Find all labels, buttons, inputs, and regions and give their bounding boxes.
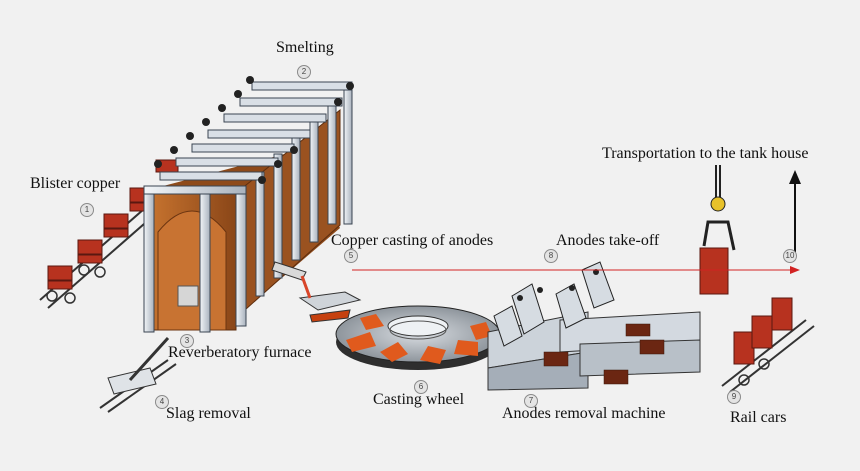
label-slag-removal: Slag removal	[166, 405, 251, 422]
transport-arrowhead	[789, 170, 801, 184]
anodes-removal-machine	[487, 261, 701, 391]
step-marker-2: 2	[297, 65, 311, 79]
step-marker-3: 3	[180, 334, 194, 348]
step-marker-8: 8	[544, 249, 558, 263]
process-flow-arrowhead	[790, 266, 800, 274]
step-marker-4: 4	[155, 395, 169, 409]
label-rail-cars: Rail cars	[730, 409, 787, 426]
rail-cars	[721, 297, 815, 393]
step-marker-7: 7	[524, 394, 538, 408]
reverberatory-furnace	[143, 76, 354, 333]
label-reverberatory-furnace: Reverberatory furnace	[168, 344, 312, 361]
step-marker-5: 5	[344, 249, 358, 263]
casting-launder	[271, 261, 362, 323]
label-anodes-takeoff: Anodes take-off	[556, 232, 660, 249]
casting-wheel	[335, 305, 501, 370]
label-copper-casting: Copper casting of anodes	[331, 232, 494, 249]
step-marker-1: 1	[80, 203, 94, 217]
step-marker-9: 9	[727, 390, 741, 404]
step-marker-6: 6	[414, 380, 428, 394]
label-blister-copper: Blister copper	[30, 175, 121, 192]
label-smelting: Smelting	[276, 39, 334, 56]
step-marker-10: 10	[783, 249, 797, 263]
label-transportation: Transportation to the tank house	[602, 145, 809, 162]
label-anodes-removal-machine: Anodes removal machine	[502, 405, 666, 422]
slag-removal-unit	[99, 336, 177, 413]
label-casting-wheel: Casting wheel	[373, 391, 465, 408]
crane-hook	[699, 165, 736, 295]
